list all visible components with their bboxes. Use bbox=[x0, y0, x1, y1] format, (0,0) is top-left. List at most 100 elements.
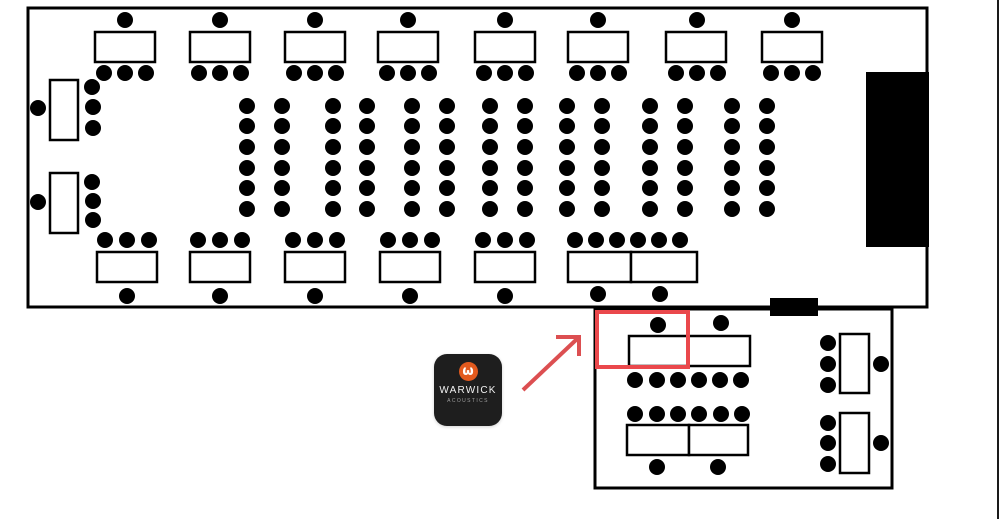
seat-dot bbox=[482, 201, 498, 217]
seat-dot bbox=[594, 201, 610, 217]
seat-dot bbox=[642, 160, 658, 176]
table bbox=[93, 30, 157, 64]
seat-dot bbox=[805, 65, 821, 81]
seat-dot bbox=[239, 118, 255, 134]
seat-dot bbox=[759, 98, 775, 114]
seat-dot bbox=[784, 12, 800, 28]
seat-dot bbox=[274, 160, 290, 176]
seat-dot bbox=[97, 232, 113, 248]
seat-dot bbox=[212, 232, 228, 248]
seat-dot bbox=[439, 201, 455, 217]
seat-dot bbox=[642, 180, 658, 196]
logo-brand-text: WARWICK bbox=[439, 385, 497, 396]
table bbox=[48, 171, 80, 235]
seat-dot bbox=[627, 406, 643, 422]
table bbox=[95, 250, 159, 284]
seat-dot bbox=[239, 98, 255, 114]
seat-dot bbox=[649, 372, 665, 388]
seat-dot bbox=[325, 98, 341, 114]
seat-dot bbox=[85, 193, 101, 209]
seat-dot bbox=[328, 65, 344, 81]
seat-dot bbox=[212, 12, 228, 28]
seat-dot bbox=[759, 180, 775, 196]
seat-dot bbox=[677, 201, 693, 217]
seat-dot bbox=[724, 118, 740, 134]
seat-dot bbox=[404, 118, 420, 134]
seat-dot bbox=[325, 139, 341, 155]
logo-sub-text: ACOUSTICS bbox=[447, 398, 489, 404]
seat-dot bbox=[670, 406, 686, 422]
seat-dot bbox=[325, 201, 341, 217]
seat-dot bbox=[649, 459, 665, 475]
seat-dot bbox=[286, 65, 302, 81]
seat-dot bbox=[590, 286, 606, 302]
seat-dot bbox=[119, 232, 135, 248]
table bbox=[566, 30, 630, 64]
seat-dot bbox=[400, 12, 416, 28]
seat-dot bbox=[497, 232, 513, 248]
seat-dot bbox=[439, 98, 455, 114]
seat-dot bbox=[713, 315, 729, 331]
seat-dot bbox=[497, 12, 513, 28]
seat-dot bbox=[689, 12, 705, 28]
warwick-w-icon: ω bbox=[458, 362, 478, 381]
seat-dot bbox=[651, 232, 667, 248]
seat-dot bbox=[424, 232, 440, 248]
seat-dot bbox=[404, 180, 420, 196]
seat-dot bbox=[668, 65, 684, 81]
table bbox=[686, 334, 752, 368]
seat-dot bbox=[672, 232, 688, 248]
seat-dot bbox=[518, 65, 534, 81]
seat-dot bbox=[439, 118, 455, 134]
seat-dot bbox=[475, 232, 491, 248]
seat-dot bbox=[759, 118, 775, 134]
seat-dot bbox=[439, 180, 455, 196]
seat-dot bbox=[677, 180, 693, 196]
seat-dot bbox=[30, 194, 46, 210]
seat-dot bbox=[359, 118, 375, 134]
table bbox=[838, 332, 871, 395]
seat-dot bbox=[239, 139, 255, 155]
seat-dot bbox=[439, 160, 455, 176]
table bbox=[760, 30, 824, 64]
seat-dot bbox=[404, 160, 420, 176]
seat-dot bbox=[404, 98, 420, 114]
seat-dot bbox=[594, 98, 610, 114]
seat-dot bbox=[307, 12, 323, 28]
seat-dot bbox=[329, 232, 345, 248]
seat-dot bbox=[359, 139, 375, 155]
seat-dot bbox=[724, 98, 740, 114]
seat-dot bbox=[85, 212, 101, 228]
seat-dot bbox=[497, 65, 513, 81]
table bbox=[566, 250, 633, 284]
seat-dot bbox=[517, 98, 533, 114]
seat-dot bbox=[274, 201, 290, 217]
seat-dot bbox=[559, 201, 575, 217]
seat-dot bbox=[689, 65, 705, 81]
seat-dot bbox=[820, 415, 836, 431]
seat-dot bbox=[820, 356, 836, 372]
seat-dot bbox=[402, 288, 418, 304]
seat-dot bbox=[611, 65, 627, 81]
table bbox=[473, 30, 537, 64]
seat-dot bbox=[567, 232, 583, 248]
doorway-block bbox=[770, 298, 818, 316]
table bbox=[48, 78, 80, 142]
seat-dot bbox=[712, 372, 728, 388]
seat-dot bbox=[559, 139, 575, 155]
seat-dot bbox=[239, 160, 255, 176]
seat-dot bbox=[759, 139, 775, 155]
seat-dot bbox=[274, 180, 290, 196]
seat-dot bbox=[642, 201, 658, 217]
seat-dot bbox=[141, 232, 157, 248]
seat-dot bbox=[307, 232, 323, 248]
seat-dot bbox=[239, 201, 255, 217]
seat-dot bbox=[759, 160, 775, 176]
seat-dot bbox=[117, 65, 133, 81]
seat-dot bbox=[117, 12, 133, 28]
seat-dot bbox=[239, 180, 255, 196]
seat-dot bbox=[476, 65, 492, 81]
seat-dot bbox=[359, 201, 375, 217]
seat-dot bbox=[325, 180, 341, 196]
